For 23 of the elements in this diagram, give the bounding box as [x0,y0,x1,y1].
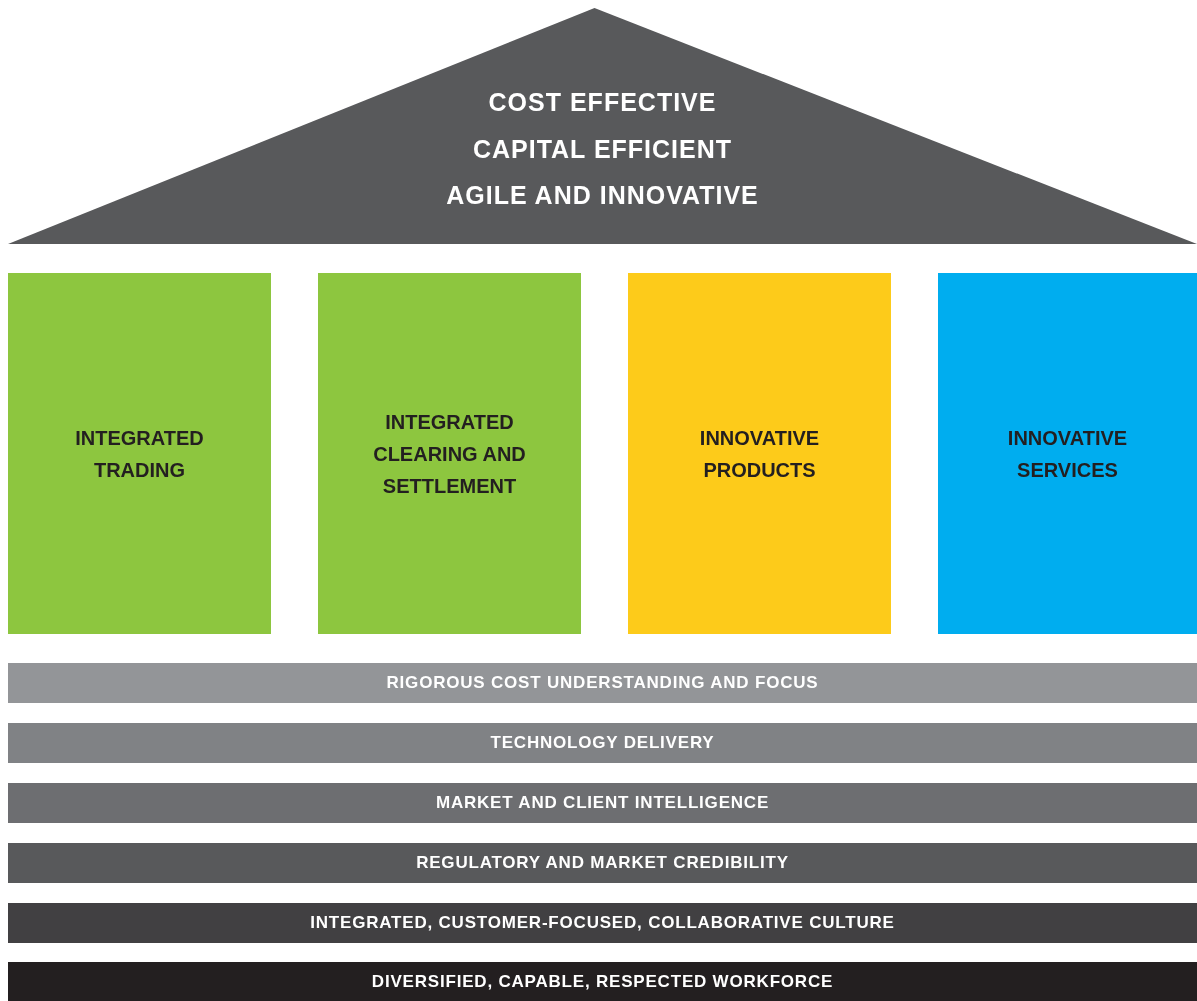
band-label: MARKET AND CLIENT INTELLIGENCE [435,793,770,813]
band-label: RIGOROUS COST UNDERSTANDING AND FOCUS [386,673,819,693]
roof-text: COST EFFECTIVE [488,88,717,117]
foundation-band [8,903,1197,943]
pillar-label: INNOVATIVE PRODUCTS [698,425,821,483]
foundation-band [8,663,1197,703]
pillar-label: INTEGRATED CLEARING AND SETTLEMENT [372,409,527,499]
roof-text: AGILE AND INNOVATIVE [446,181,759,210]
band-label: INTEGRATED, CUSTOMER-FOCUSED, COLLABORATIVE CULTURE [310,913,895,933]
pillar-box [8,273,271,634]
foundation-band [8,723,1197,763]
band-label: TECHNOLOGY DELIVERY [490,733,715,753]
foundation-band [8,783,1197,823]
foundation-band [8,962,1197,1001]
foundation-band [8,843,1197,883]
band-label: REGULATORY AND MARKET CREDIBILITY [416,853,789,873]
pillar-label: INNOVATIVE SERVICES [1006,425,1129,483]
pillar-box [938,273,1197,634]
pillar-box [318,273,581,634]
pillar-box [628,273,891,634]
roof-text: CAPITAL EFFICIENT [472,135,733,164]
band-label: DIVERSIFIED, CAPABLE, RESPECTED WORKFORCE [371,971,834,992]
pillar-label: INTEGRATED TRADING [74,425,205,483]
